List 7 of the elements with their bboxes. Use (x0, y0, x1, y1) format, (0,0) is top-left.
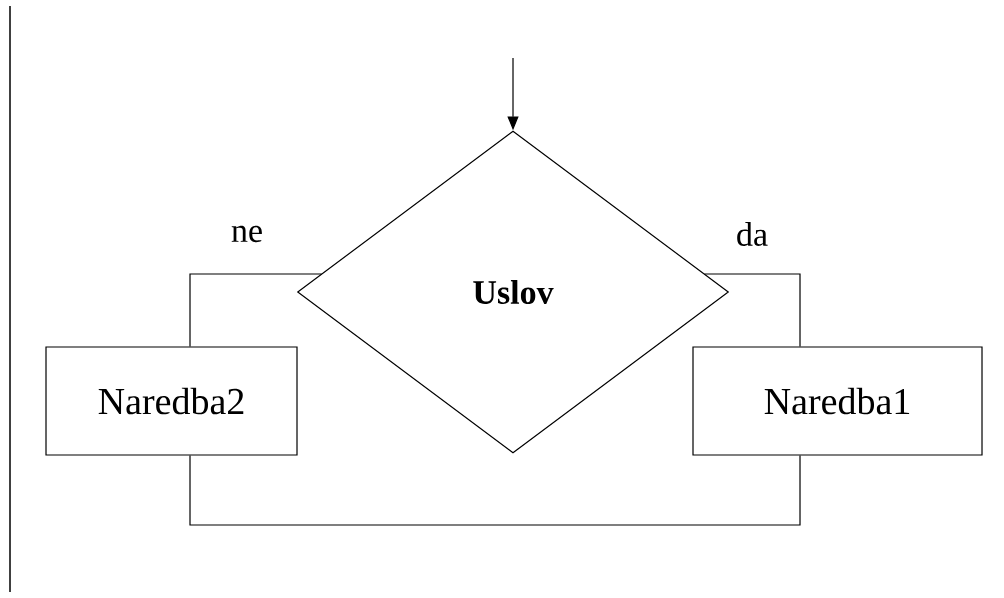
connector-line (703, 273, 801, 347)
edge-label: da (733, 220, 771, 248)
edge-label: ne (228, 223, 266, 245)
process-box: Naredba2 (45, 346, 298, 456)
connector-line (189, 455, 801, 526)
connector-line (189, 273, 323, 347)
process-box: Naredba1 (692, 346, 983, 456)
